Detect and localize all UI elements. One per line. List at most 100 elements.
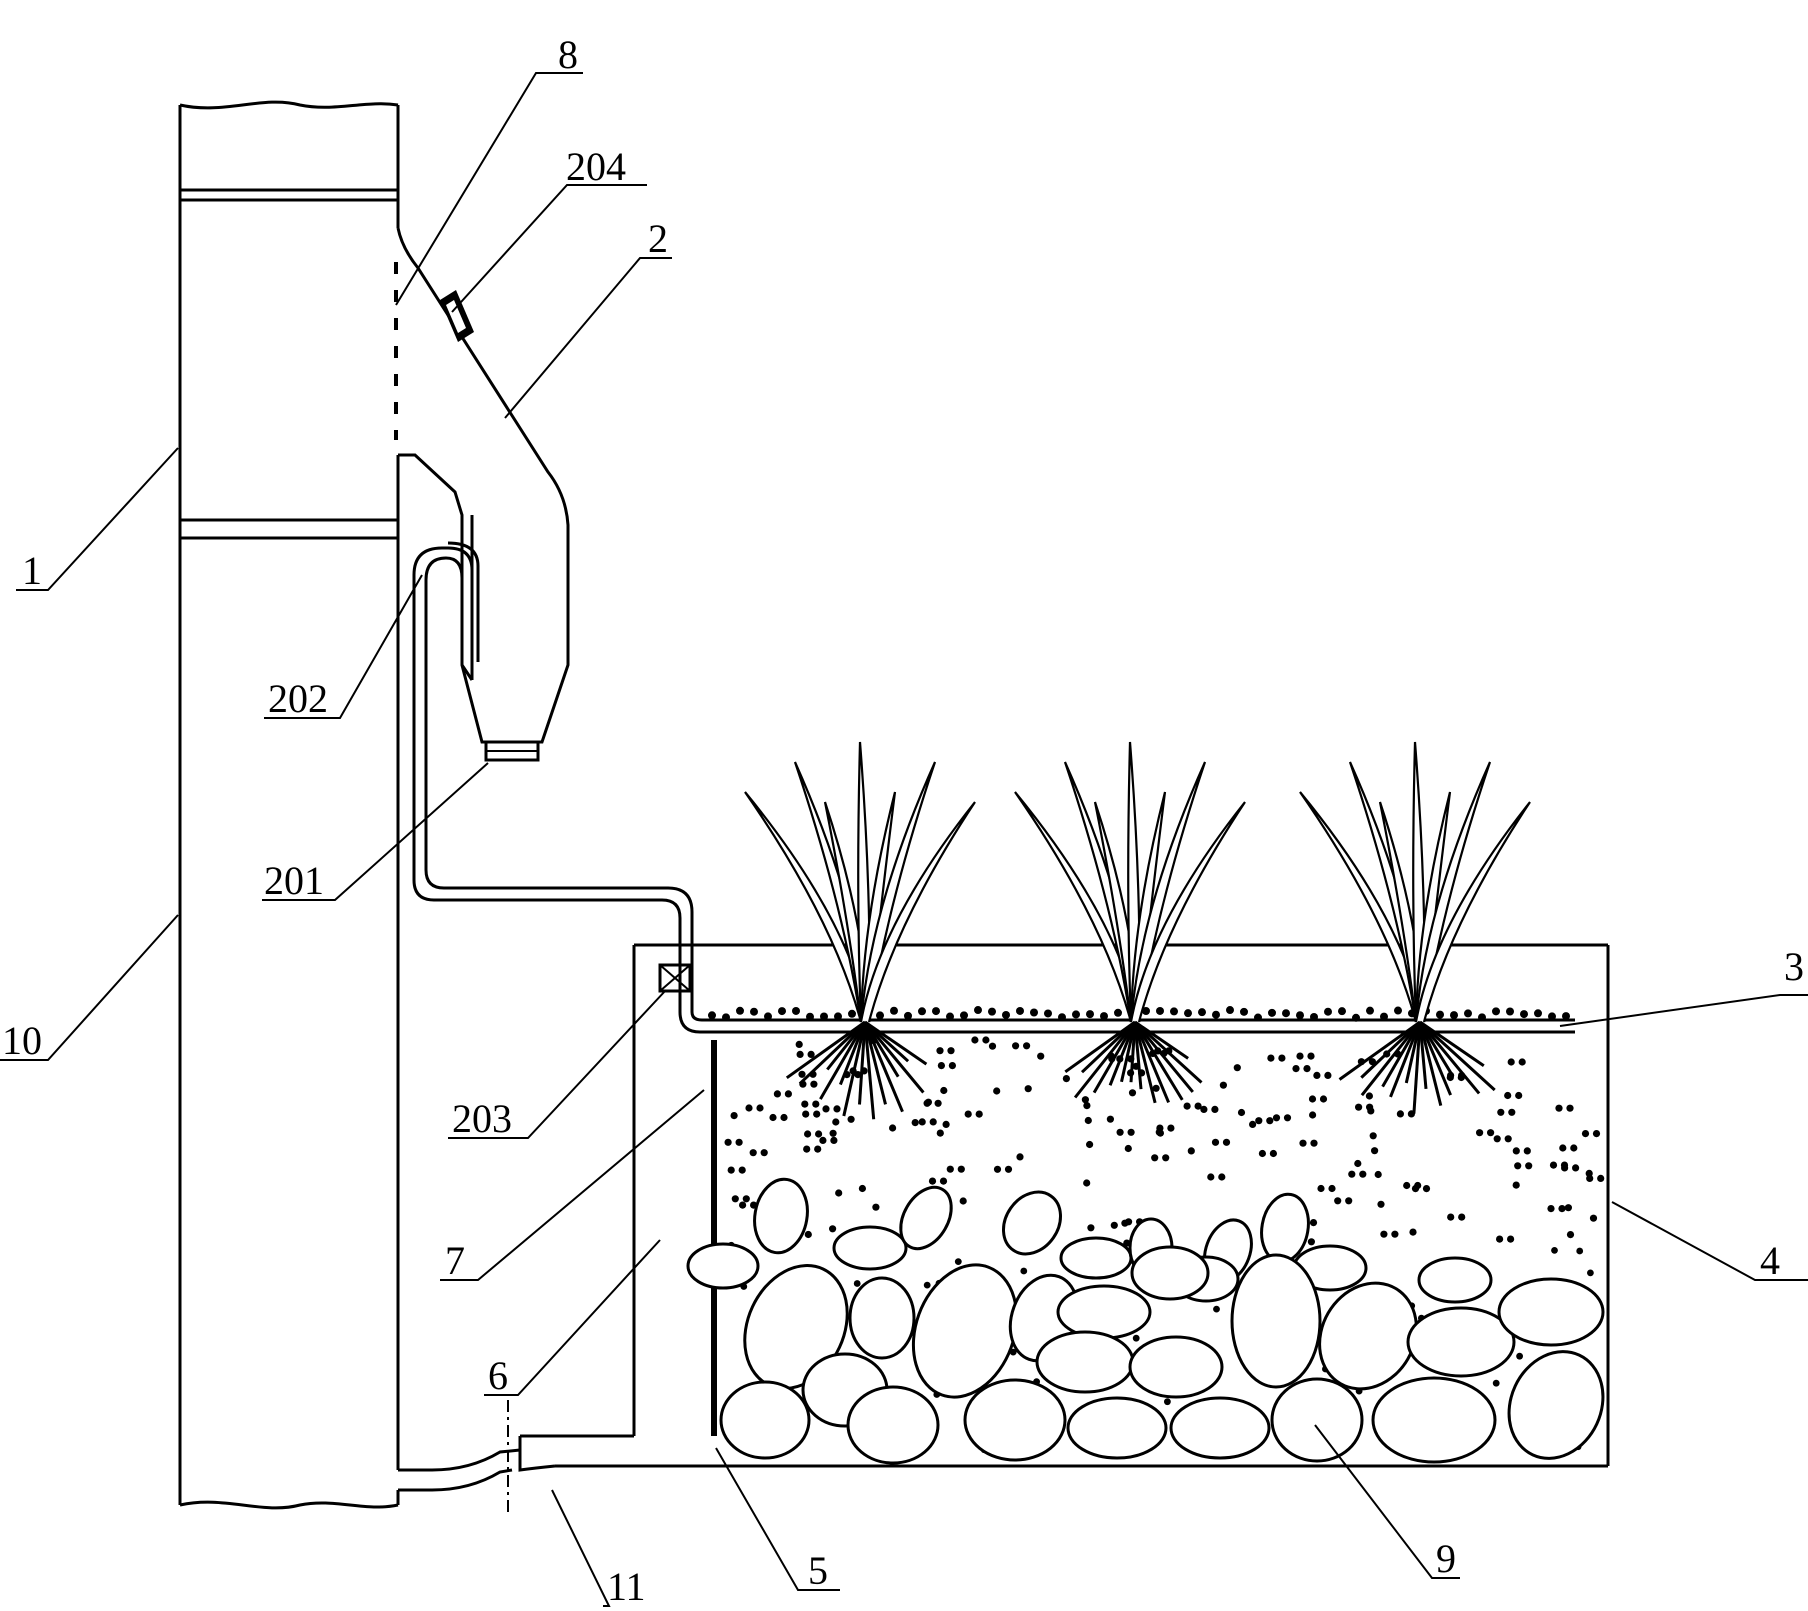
plant-root [1108,1021,1137,1086]
plant-root [1092,1021,1137,1094]
plants [744,741,1531,1120]
tray-tuft [1478,1013,1486,1022]
tray-tuft [1436,1010,1444,1019]
gravel-dot [760,1149,768,1157]
gravel-dot [993,1165,1002,1173]
gravel-dot [822,1105,830,1113]
gravel-dot [1476,1129,1484,1137]
tray-tuft [1282,1009,1290,1018]
plant-root [863,1021,887,1105]
gravel-dot [1164,1398,1171,1406]
gravel-dot [1549,1161,1558,1169]
plant-root [798,1020,867,1085]
gravel-dot [1233,1064,1241,1072]
gravel-dot [1310,1139,1318,1147]
gravel-dot [739,1201,747,1209]
gravel-dot [835,1189,843,1197]
gravel-dot [1283,1114,1292,1122]
tray-tuft [904,1011,912,1020]
tray-tuft [1016,1006,1024,1015]
label-wall-7: 7 [445,1238,465,1283]
gravel-dot [1572,1164,1580,1172]
label-valve-203: 203 [452,1096,512,1141]
gravel-dot [1278,1054,1286,1062]
gravel-dot [1313,1071,1321,1079]
label-pipe-10: 10 [2,1018,42,1063]
gravel-dot [830,1136,838,1144]
tray-tuft [820,1012,828,1021]
gravel-dot [1359,1170,1367,1178]
gravel-dot [1493,1135,1501,1143]
plant-root [858,1021,867,1105]
tray-tuft [1184,1009,1192,1018]
plant-root [863,1021,876,1120]
plant-root [1419,1020,1485,1067]
gravel-dot [1125,1218,1133,1226]
gravel-dot [1348,1170,1356,1178]
label-vessel-2: 2 [648,216,668,261]
gravel-dot [971,1036,979,1044]
gravel-dot [937,1062,946,1070]
plant-root [864,1020,928,1066]
plant-root [1418,1021,1443,1106]
gravel-dot [1309,1219,1318,1227]
plant-root [785,1020,866,1080]
gravel-dot [918,1118,926,1126]
gravel-dot [1127,1128,1135,1136]
tray-tuft [974,1006,982,1015]
plant-root [1134,1020,1189,1060]
plant-root [1064,1020,1136,1074]
tray-tuft [1100,1012,1108,1021]
gravel-dot [1566,1231,1575,1239]
gravel-dot [1016,1153,1024,1161]
tray-tuft [1296,1011,1304,1020]
gravel-dot [1576,1247,1584,1255]
label-mesh-8: 8 [558,32,578,77]
gravel-dot [1213,1305,1220,1313]
label-tank-4: 4 [1760,1238,1780,1283]
label-pipe-1: 1 [22,548,42,593]
valve [658,963,692,993]
plant-root [1133,1021,1157,1104]
gravel-dot [1084,1116,1092,1125]
gravel-dot [1518,1058,1526,1066]
tray-tuft [876,1011,884,1020]
tray-tuft [918,1007,926,1016]
plant-root [1360,1021,1422,1097]
gravel-dot [1292,1065,1300,1073]
gravel-dot [1266,1117,1274,1125]
vessel-cover [440,290,474,342]
gravel-dot [1566,1104,1574,1112]
reed-plant [744,741,976,1120]
gravel-dot [804,1130,812,1138]
inlet-pipe [398,1400,556,1515]
tray-tuft [1198,1008,1206,1017]
plant-root [1338,1020,1421,1081]
gravel-dot [1151,1154,1159,1162]
gravel-dot [813,1110,821,1118]
plant-root [1418,1021,1481,1095]
gravel-dot [1200,1105,1208,1113]
gravel-dot [1128,1089,1137,1097]
gravel-dot [982,1036,990,1044]
gravel-dot [832,1118,840,1126]
label-cover-204: 204 [566,144,626,189]
gravel-dot [801,1100,809,1108]
plant-root [1360,1020,1422,1079]
gravel-dot [1447,1213,1455,1221]
gravel-dot [964,1110,972,1118]
gravel-dot [769,1113,777,1122]
tray-tuft [708,1011,716,1020]
gravel-dot [742,1195,750,1203]
label-baffle-5: 5 [808,1548,828,1593]
gravel-dot [1559,1144,1567,1152]
gravel-dot [1258,1149,1266,1158]
gravel-dot [1324,1071,1332,1079]
gravel-dot [738,1166,746,1174]
label-siphon-202: 202 [268,676,328,721]
plant-root [863,1021,925,1094]
gravel-dot [1496,1235,1504,1243]
plant-root [1133,1021,1170,1103]
gravel-dot [1194,1102,1202,1110]
